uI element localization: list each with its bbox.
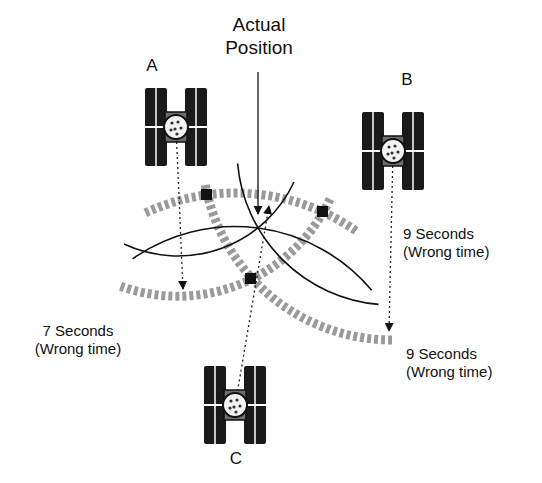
signal-arrow-b bbox=[389, 151, 393, 331]
time-note: 9 Seconds (Wrong time) bbox=[406, 345, 526, 381]
signal-arrow bbox=[176, 127, 393, 406]
range-band-c bbox=[145, 193, 356, 231]
satellite-letter: A bbox=[132, 56, 172, 76]
satellite-a bbox=[145, 88, 207, 166]
intersection-marker bbox=[201, 189, 212, 200]
signal-arrow-a bbox=[176, 127, 183, 289]
range-arc-c bbox=[133, 227, 372, 291]
satellite-letter: C bbox=[216, 449, 256, 469]
range-arc bbox=[124, 164, 379, 305]
time-note: 9 Seconds (Wrong time) bbox=[403, 225, 515, 261]
satellite-b bbox=[362, 112, 424, 190]
intersection-marker bbox=[317, 206, 328, 217]
intersection-marker bbox=[201, 189, 328, 284]
position-pointer bbox=[257, 72, 258, 214]
satellite-letter: B bbox=[387, 70, 427, 90]
range-arc-b bbox=[238, 164, 379, 305]
intersection-marker bbox=[245, 273, 256, 284]
time-note: 7 Seconds (Wrong time) bbox=[22, 322, 134, 358]
position-caption: Actual Position bbox=[199, 14, 319, 60]
range-band-b bbox=[205, 183, 392, 340]
satellite-c bbox=[204, 366, 266, 444]
range-band bbox=[120, 183, 392, 340]
